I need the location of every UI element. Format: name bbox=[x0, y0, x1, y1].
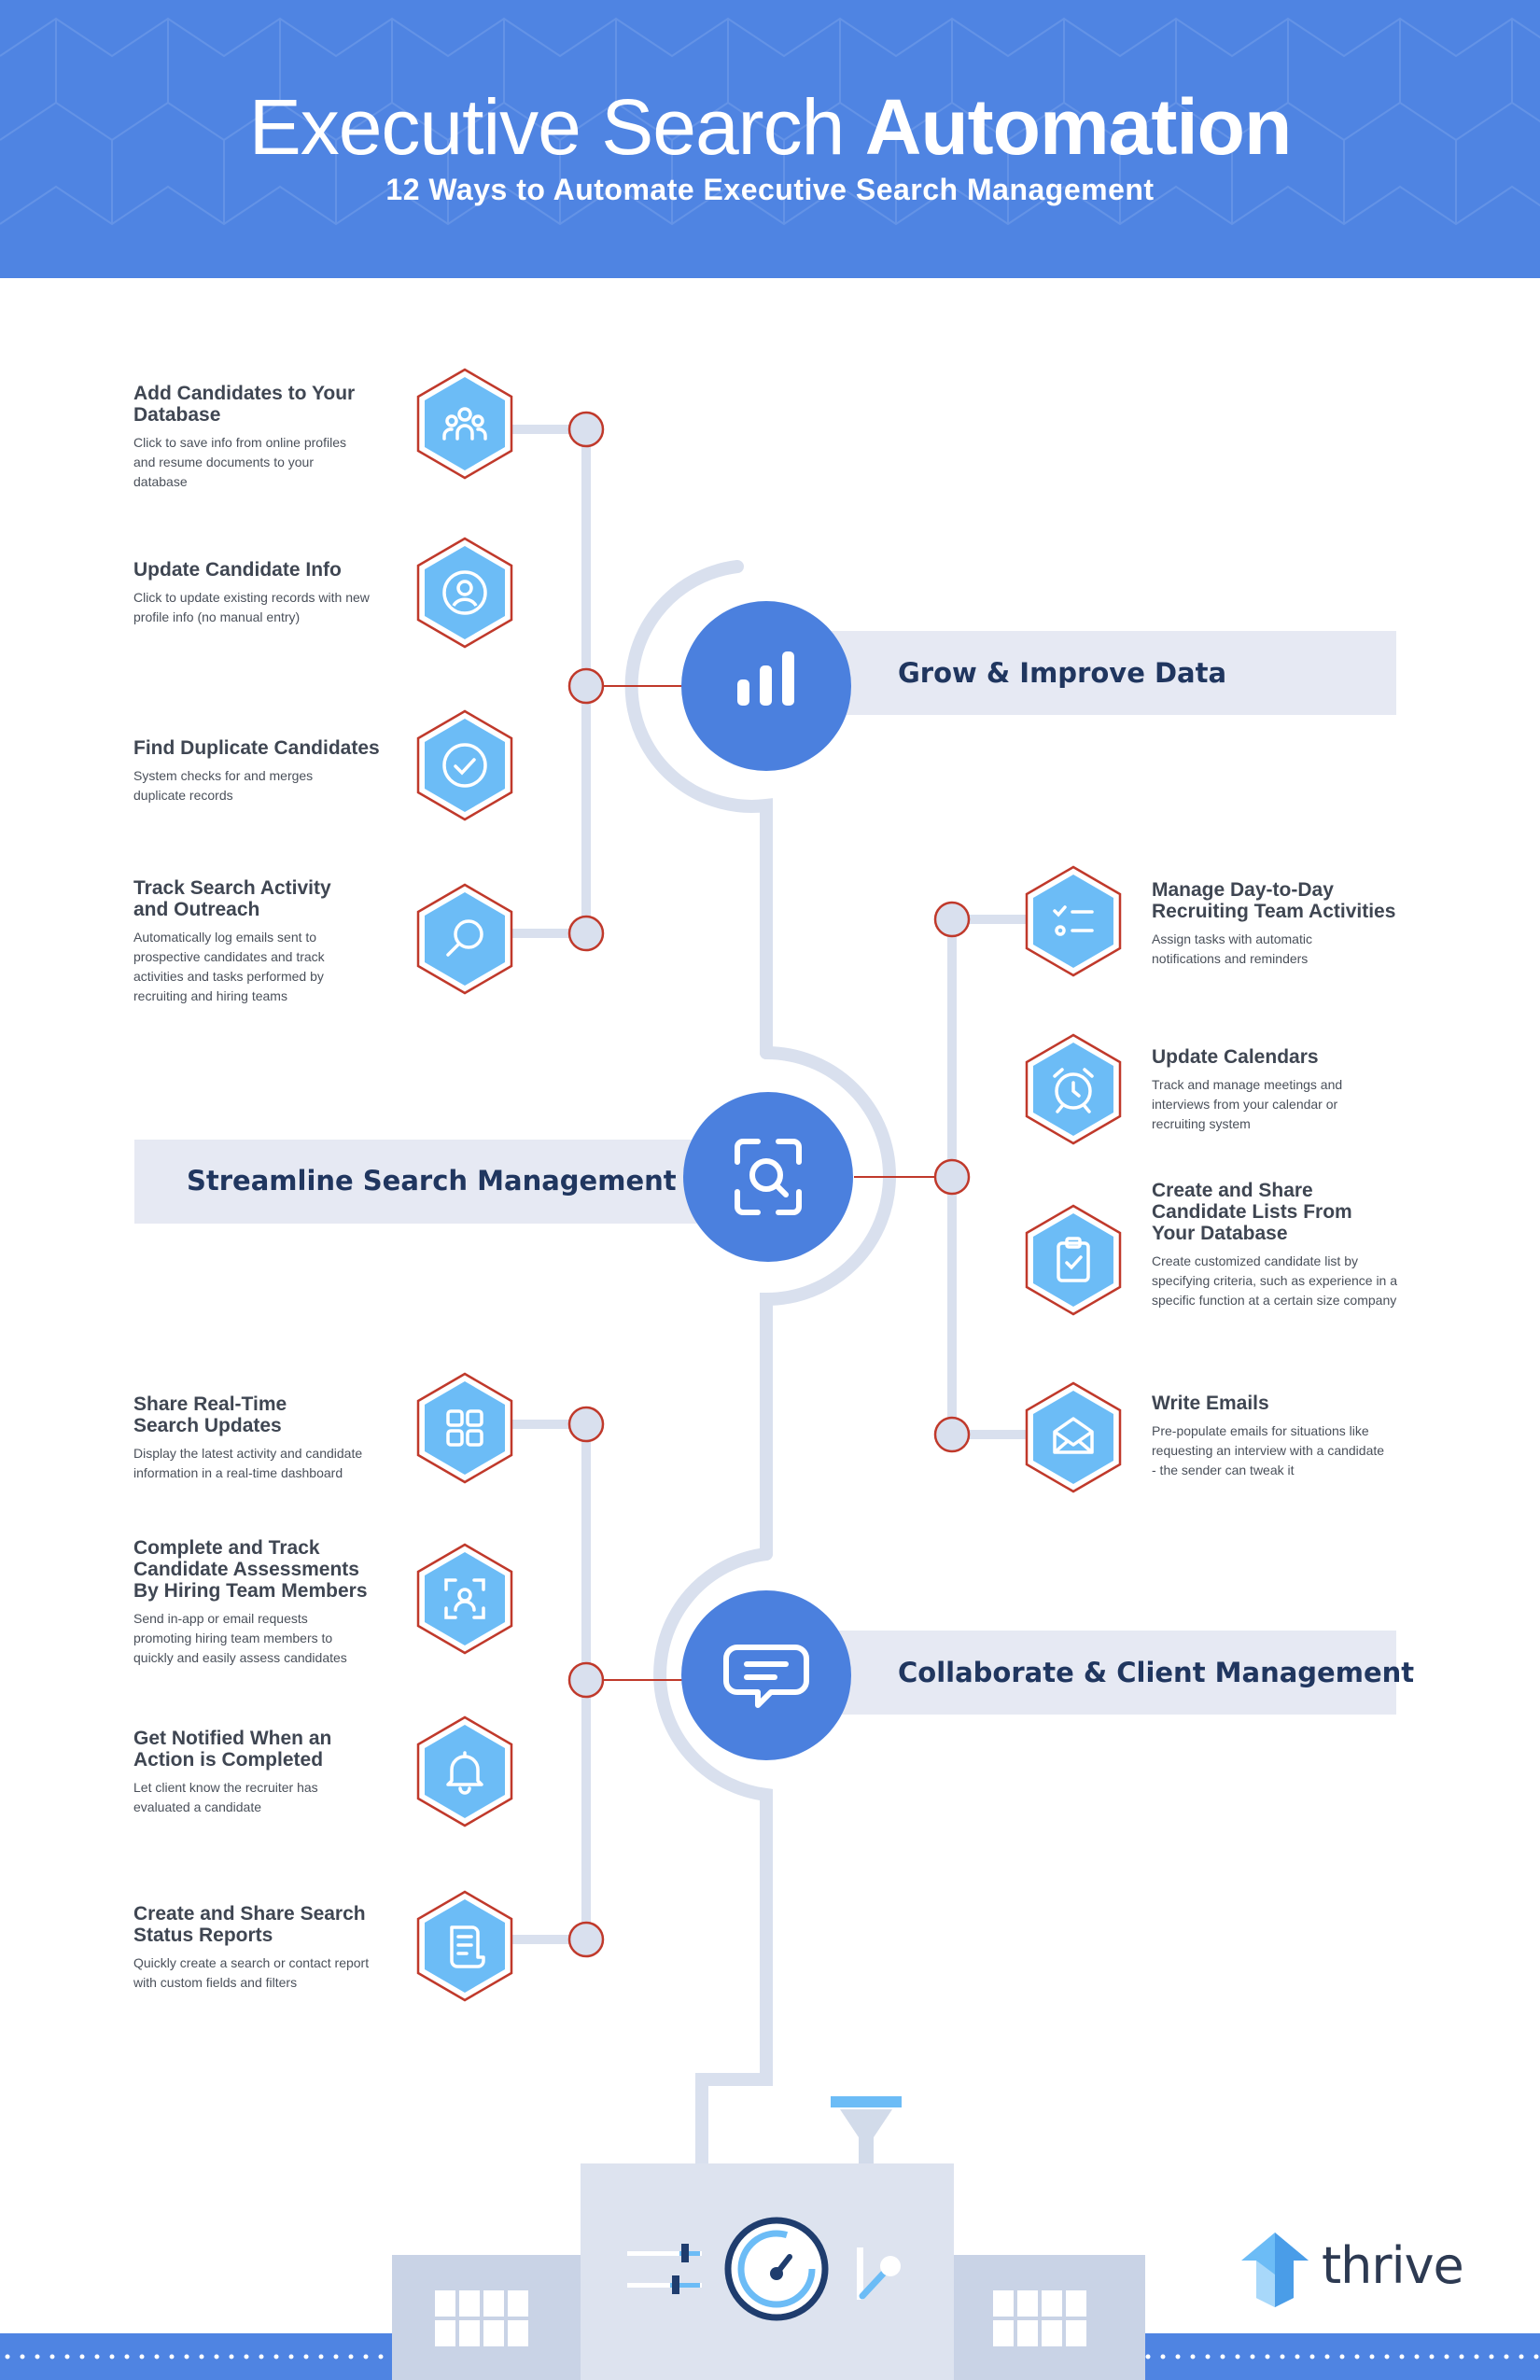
item-description: Let client know the recruiter has evalua… bbox=[133, 1780, 318, 1814]
item-title: Add Candidates to Your Database bbox=[133, 383, 356, 426]
lever-icon bbox=[857, 2247, 901, 2300]
hex-dashboard-grid bbox=[416, 1372, 513, 1484]
item-manage-activities: Manage Day-to-Day Recruiting Team Activi… bbox=[1152, 879, 1413, 969]
envelope-icon bbox=[1053, 1417, 1094, 1454]
hex-checklist bbox=[1025, 865, 1122, 977]
chat-bubble-icon bbox=[723, 1645, 809, 1708]
hex-magnifier bbox=[416, 883, 513, 995]
item-title: Update Candidate Info bbox=[133, 559, 342, 581]
section-label-collaborate: Collaborate & Client Management bbox=[898, 1657, 1415, 1688]
item-description: Assign tasks with automatic notification… bbox=[1152, 931, 1312, 966]
item-track-search-activity: Track Search Activity and Outreach Autom… bbox=[133, 877, 385, 1006]
factory-graphic bbox=[0, 2096, 1540, 2380]
item-write-emails: Write Emails Pre-populate emails for sit… bbox=[1152, 1393, 1413, 1480]
item-description: Track and manage meetings and interviews… bbox=[1152, 1077, 1343, 1131]
item-description: System checks for and merges duplicate r… bbox=[133, 768, 314, 803]
item-title: Update Calendars bbox=[1152, 1046, 1319, 1068]
section-label-grow: Grow & Improve Data bbox=[898, 657, 1227, 689]
hub-grow bbox=[681, 601, 851, 771]
item-update-calendars: Update Calendars Track and manage meetin… bbox=[1152, 1046, 1413, 1134]
item-description: Click to save info from online profiles … bbox=[133, 435, 346, 489]
item-add-candidates: Add Candidates to Your Database Click to… bbox=[133, 383, 385, 492]
report-scroll-icon bbox=[450, 1925, 485, 1968]
hex-people bbox=[416, 368, 513, 480]
bar-chart-icon bbox=[737, 651, 794, 706]
user-focus-icon bbox=[444, 1578, 485, 1619]
item-find-duplicates: Find Duplicate Candidates System checks … bbox=[133, 737, 385, 805]
item-description: Create customized candidate list by spec… bbox=[1152, 1253, 1398, 1308]
speed-gauge-icon bbox=[724, 2217, 829, 2321]
banner-streamline bbox=[134, 1140, 719, 1224]
title-bold-part: Automation bbox=[864, 83, 1293, 171]
page-title: Executive Search Automation bbox=[0, 82, 1540, 173]
hex-user-focus bbox=[416, 1543, 513, 1655]
item-description: Display the latest activity and candidat… bbox=[133, 1446, 363, 1480]
hex-envelope bbox=[1025, 1381, 1122, 1493]
slider-controls-icon bbox=[627, 2244, 702, 2294]
magnifier-icon bbox=[446, 919, 483, 957]
clipboard-check-icon bbox=[1057, 1237, 1090, 1282]
banner-collaborate bbox=[812, 1631, 1396, 1715]
hex-report-scroll bbox=[416, 1890, 513, 2002]
user-profile-icon bbox=[442, 570, 487, 615]
item-title: Create and Share Candidate Lists From Yo… bbox=[1152, 1180, 1352, 1244]
check-circle-icon bbox=[442, 743, 487, 788]
hex-clipboard-check bbox=[1025, 1204, 1122, 1316]
dashboard-grid-icon bbox=[446, 1409, 483, 1447]
checklist-icon bbox=[1053, 905, 1094, 936]
brand-logo-text: thrive bbox=[1322, 2236, 1464, 2295]
item-candidate-lists: Create and Share Candidate Lists From Yo… bbox=[1152, 1180, 1413, 1310]
item-description: Quickly create a search or contact repor… bbox=[133, 1955, 370, 1990]
main-spine bbox=[624, 560, 896, 2170]
hex-bell bbox=[416, 1715, 513, 1827]
item-update-candidate-info: Update Candidate Info Click to update ex… bbox=[133, 559, 385, 627]
hub-streamline bbox=[683, 1092, 853, 1262]
item-status-reports: Create and Share Search Status Reports Q… bbox=[133, 1903, 385, 1993]
item-title: Create and Share Search Status Reports bbox=[133, 1903, 366, 1946]
item-title: Find Duplicate Candidates bbox=[133, 737, 380, 759]
title-light-part: Executive Search bbox=[248, 83, 865, 171]
people-icon bbox=[442, 407, 487, 441]
hex-alarm-clock bbox=[1025, 1033, 1122, 1145]
header-pattern bbox=[0, 17, 1540, 226]
item-title: Share Real-Time Search Updates bbox=[133, 1393, 287, 1436]
item-title: Write Emails bbox=[1152, 1393, 1269, 1414]
item-description: Send in-app or email requests promoting … bbox=[133, 1611, 347, 1665]
item-share-updates: Share Real-Time Search Updates Display t… bbox=[133, 1393, 385, 1483]
bell-icon bbox=[446, 1751, 483, 1795]
section-label-streamline: Streamline Search Management bbox=[187, 1165, 677, 1197]
alarm-clock-icon bbox=[1053, 1068, 1094, 1113]
item-title: Track Search Activity and Outreach bbox=[133, 877, 331, 920]
item-description: Automatically log emails sent to prospec… bbox=[133, 930, 325, 1003]
hex-user-profile bbox=[416, 537, 513, 649]
search-focus-icon bbox=[735, 1139, 802, 1215]
page-subtitle: 12 Ways to Automate Executive Search Man… bbox=[385, 173, 1155, 206]
item-description: Click to update existing records with ne… bbox=[133, 590, 370, 624]
item-title: Manage Day-to-Day Recruiting Team Activi… bbox=[1152, 879, 1396, 922]
hub-collaborate bbox=[681, 1590, 851, 1760]
header-banner: Executive Search Automation 12 Ways to A… bbox=[0, 0, 1540, 278]
item-get-notified: Get Notified When an Action is Completed… bbox=[133, 1728, 385, 1817]
thrive-arrow-logo-icon bbox=[1241, 2233, 1309, 2307]
banner-grow bbox=[812, 631, 1396, 715]
item-description: Pre-populate emails for situations like … bbox=[1152, 1423, 1385, 1477]
item-title: Complete and Track Candidate Assessments… bbox=[133, 1537, 368, 1602]
item-title: Get Notified When an Action is Completed bbox=[133, 1728, 332, 1771]
item-candidate-assessments: Complete and Track Candidate Assessments… bbox=[133, 1537, 385, 1668]
hex-check-circle bbox=[416, 709, 513, 821]
